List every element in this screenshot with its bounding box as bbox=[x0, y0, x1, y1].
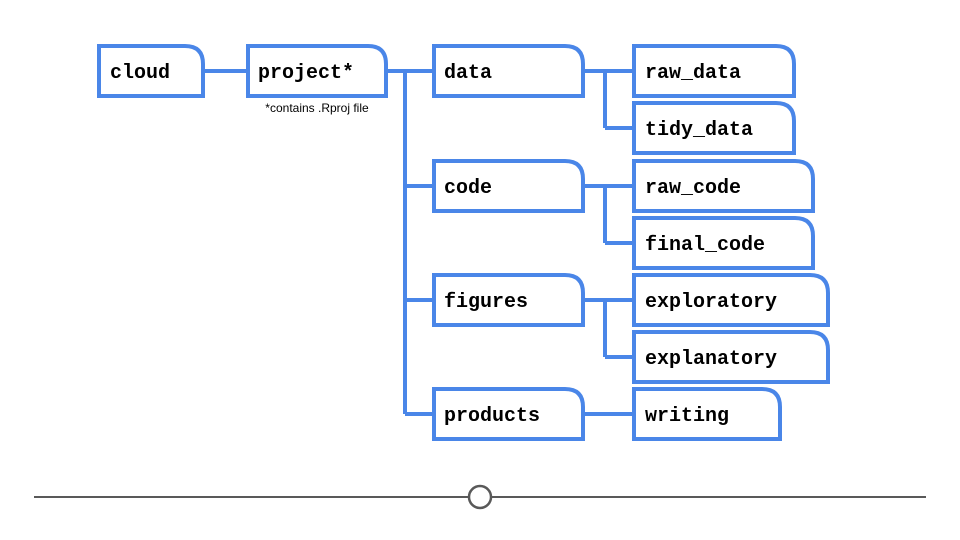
folder-node-data: data bbox=[432, 44, 585, 98]
folder-node-explanatory: explanatory bbox=[632, 330, 830, 384]
node-label-cloud: cloud bbox=[110, 62, 170, 85]
folder-node-final-code: final_code bbox=[632, 216, 815, 270]
connector-lines bbox=[203, 69, 634, 416]
folder-node-cloud: cloud bbox=[97, 44, 205, 98]
slide-divider bbox=[34, 484, 926, 510]
node-label-raw-data: raw_data bbox=[645, 62, 741, 85]
node-label-raw-code: raw_code bbox=[645, 177, 741, 200]
node-label-tidy-data: tidy_data bbox=[645, 119, 753, 142]
node-label-writing: writing bbox=[645, 405, 729, 428]
node-label-data: data bbox=[444, 62, 492, 85]
node-label-final-code: final_code bbox=[645, 234, 765, 257]
divider-circle-ornament bbox=[467, 484, 493, 510]
folder-node-figures: figures bbox=[432, 273, 585, 327]
folder-node-writing: writing bbox=[632, 387, 782, 441]
folder-node-code: code bbox=[432, 159, 585, 213]
node-label-explanatory: explanatory bbox=[645, 348, 777, 371]
project-note: *contains .Rproj file bbox=[265, 101, 369, 115]
node-label-exploratory: exploratory bbox=[645, 291, 777, 314]
node-label-figures: figures bbox=[444, 291, 528, 314]
folder-node-products: products bbox=[432, 387, 585, 441]
folder-node-raw-data: raw_data bbox=[632, 44, 796, 98]
folder-node-tidy-data: tidy_data bbox=[632, 101, 796, 155]
node-label-code: code bbox=[444, 177, 492, 200]
folder-node-project: project* bbox=[246, 44, 388, 98]
node-label-project: project* bbox=[258, 62, 354, 85]
node-label-products: products bbox=[444, 405, 540, 428]
folder-node-exploratory: exploratory bbox=[632, 273, 830, 327]
folder-node-raw-code: raw_code bbox=[632, 159, 815, 213]
